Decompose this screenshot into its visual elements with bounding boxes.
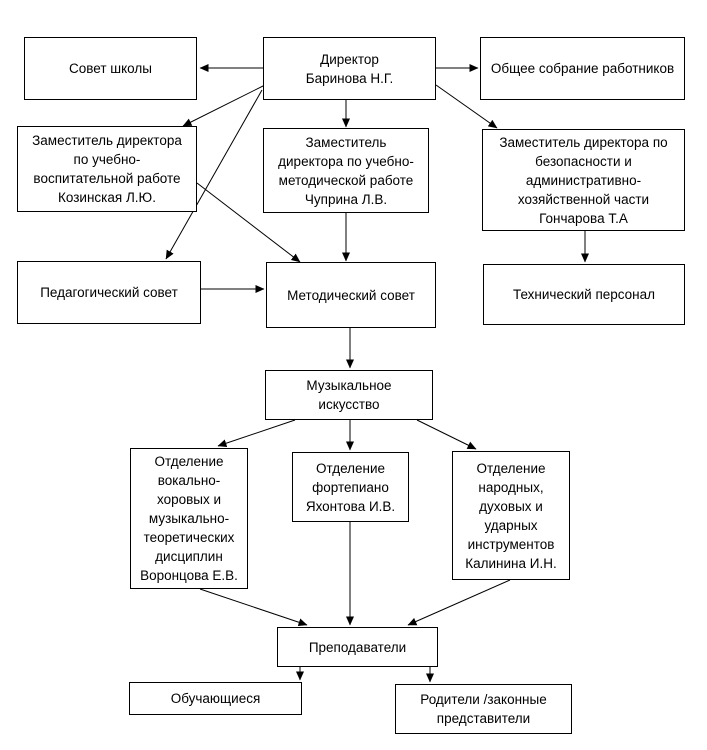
node-ped-council: Педагогический совет [17,261,201,324]
node-label: Родители /законные представители [420,692,547,726]
node-label: Преподаватели [308,639,407,655]
node-director: Директор Баринова Н.Г. [263,37,436,100]
node-label: Отделение народных, духовых и ударных ин… [465,460,557,571]
arrow-deputy-edu-to-method-council [196,182,301,263]
node-students: Обучающиеся [129,682,302,715]
node-dept-piano: Отделение фортепиано Яхонтова И.В. [292,452,409,522]
node-label: Заместитель директора по безопасности и … [499,134,668,226]
node-label: Заместитель директора по учебно- методич… [278,134,414,207]
arrow-director-to-deputy-edu [182,84,266,127]
node-dept-vocal: Отделение вокально- хоровых и музыкально… [130,448,248,589]
node-label: Заместитель директора по учебно- воспита… [32,133,182,205]
arrow-music-art-to-dept-folk [416,419,477,450]
node-label: Педагогический совет [40,285,178,300]
node-label: Методический совет [287,287,415,303]
node-label: Отделение фортепиано Яхонтова И.В. [305,460,396,514]
node-label: Директор Баринова Н.Г. [305,51,394,86]
node-deputy-method: Заместитель директора по учебно- методич… [263,128,429,213]
edge-group [165,64,589,683]
node-school-council: Совет школы [24,37,197,100]
node-tech-staff: Технический персонал [483,264,685,325]
node-label: Обучающиеся [170,691,261,706]
node-teachers: Преподаватели [277,627,438,667]
node-deputy-edu: Заместитель директора по учебно- воспита… [17,126,197,212]
node-label: Совет школы [69,61,152,76]
arrow-dept-folk-to-teachers [407,579,511,626]
node-label: Музыкальное искусство [306,378,392,412]
arrow-music-art-to-dept-vocal [217,419,296,448]
node-parents: Родители /законные представители [395,684,572,734]
node-label: Общее собрание работников [490,61,675,76]
node-dept-folk: Отделение народных, духовых и ударных ин… [452,451,570,580]
node-method-council: Методический совет [266,262,436,328]
arrow-director-to-ped-council [165,89,263,260]
arrow-dept-vocal-to-teachers [199,588,308,627]
arrow-director-to-deputy-safety [435,84,498,129]
node-music-art: Музыкальное искусство [265,370,433,420]
node-general-meeting: Общее собрание работников [480,37,685,100]
node-deputy-safety: Заместитель директора по безопасности и … [482,129,685,231]
node-label: Отделение вокально- хоровых и музыкально… [140,454,238,583]
node-label: Технический персонал [512,287,656,302]
